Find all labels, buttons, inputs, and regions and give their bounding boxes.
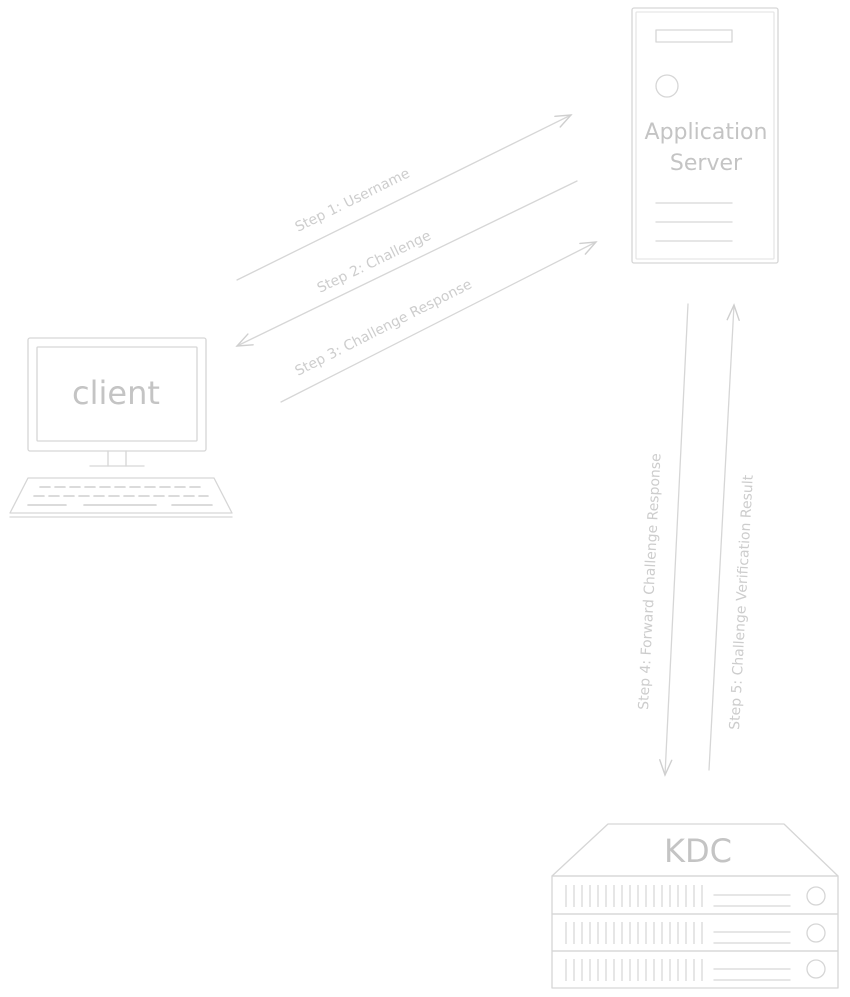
step-4-arrow: [659, 303, 689, 777]
desktop-computer-icon: [9, 337, 233, 518]
app-server-node: Application Server: [631, 7, 779, 264]
client-node: client: [9, 337, 233, 518]
step-3: Step 3: Challenge Response: [280, 241, 598, 403]
step-4-label: Step 4: Forward Challenge Response: [636, 453, 665, 710]
client-label: client: [72, 374, 160, 412]
step-1-label: Step 1: Username: [293, 166, 413, 236]
step-1-arrow: [236, 114, 573, 281]
step-3-arrow: [280, 241, 598, 403]
step-5-label: Step 5: Challenge Verification Result: [727, 474, 757, 730]
step-2-label: Step 2: Challenge: [315, 228, 434, 297]
rack-server-icon: [551, 823, 839, 989]
app-server-label-line2: Server: [670, 151, 743, 176]
step-4: Step 4: Forward Challenge Response: [636, 303, 689, 777]
tower-server-icon: [631, 7, 779, 264]
step-2-arrow: [235, 180, 578, 347]
app-server-label-line1: Application: [645, 120, 768, 145]
kdc-node: KDC: [551, 823, 839, 989]
kdc-label: KDC: [664, 832, 732, 870]
step-5: Step 5: Challenge Verification Result: [708, 303, 757, 771]
step-5-arrow: [708, 303, 740, 771]
